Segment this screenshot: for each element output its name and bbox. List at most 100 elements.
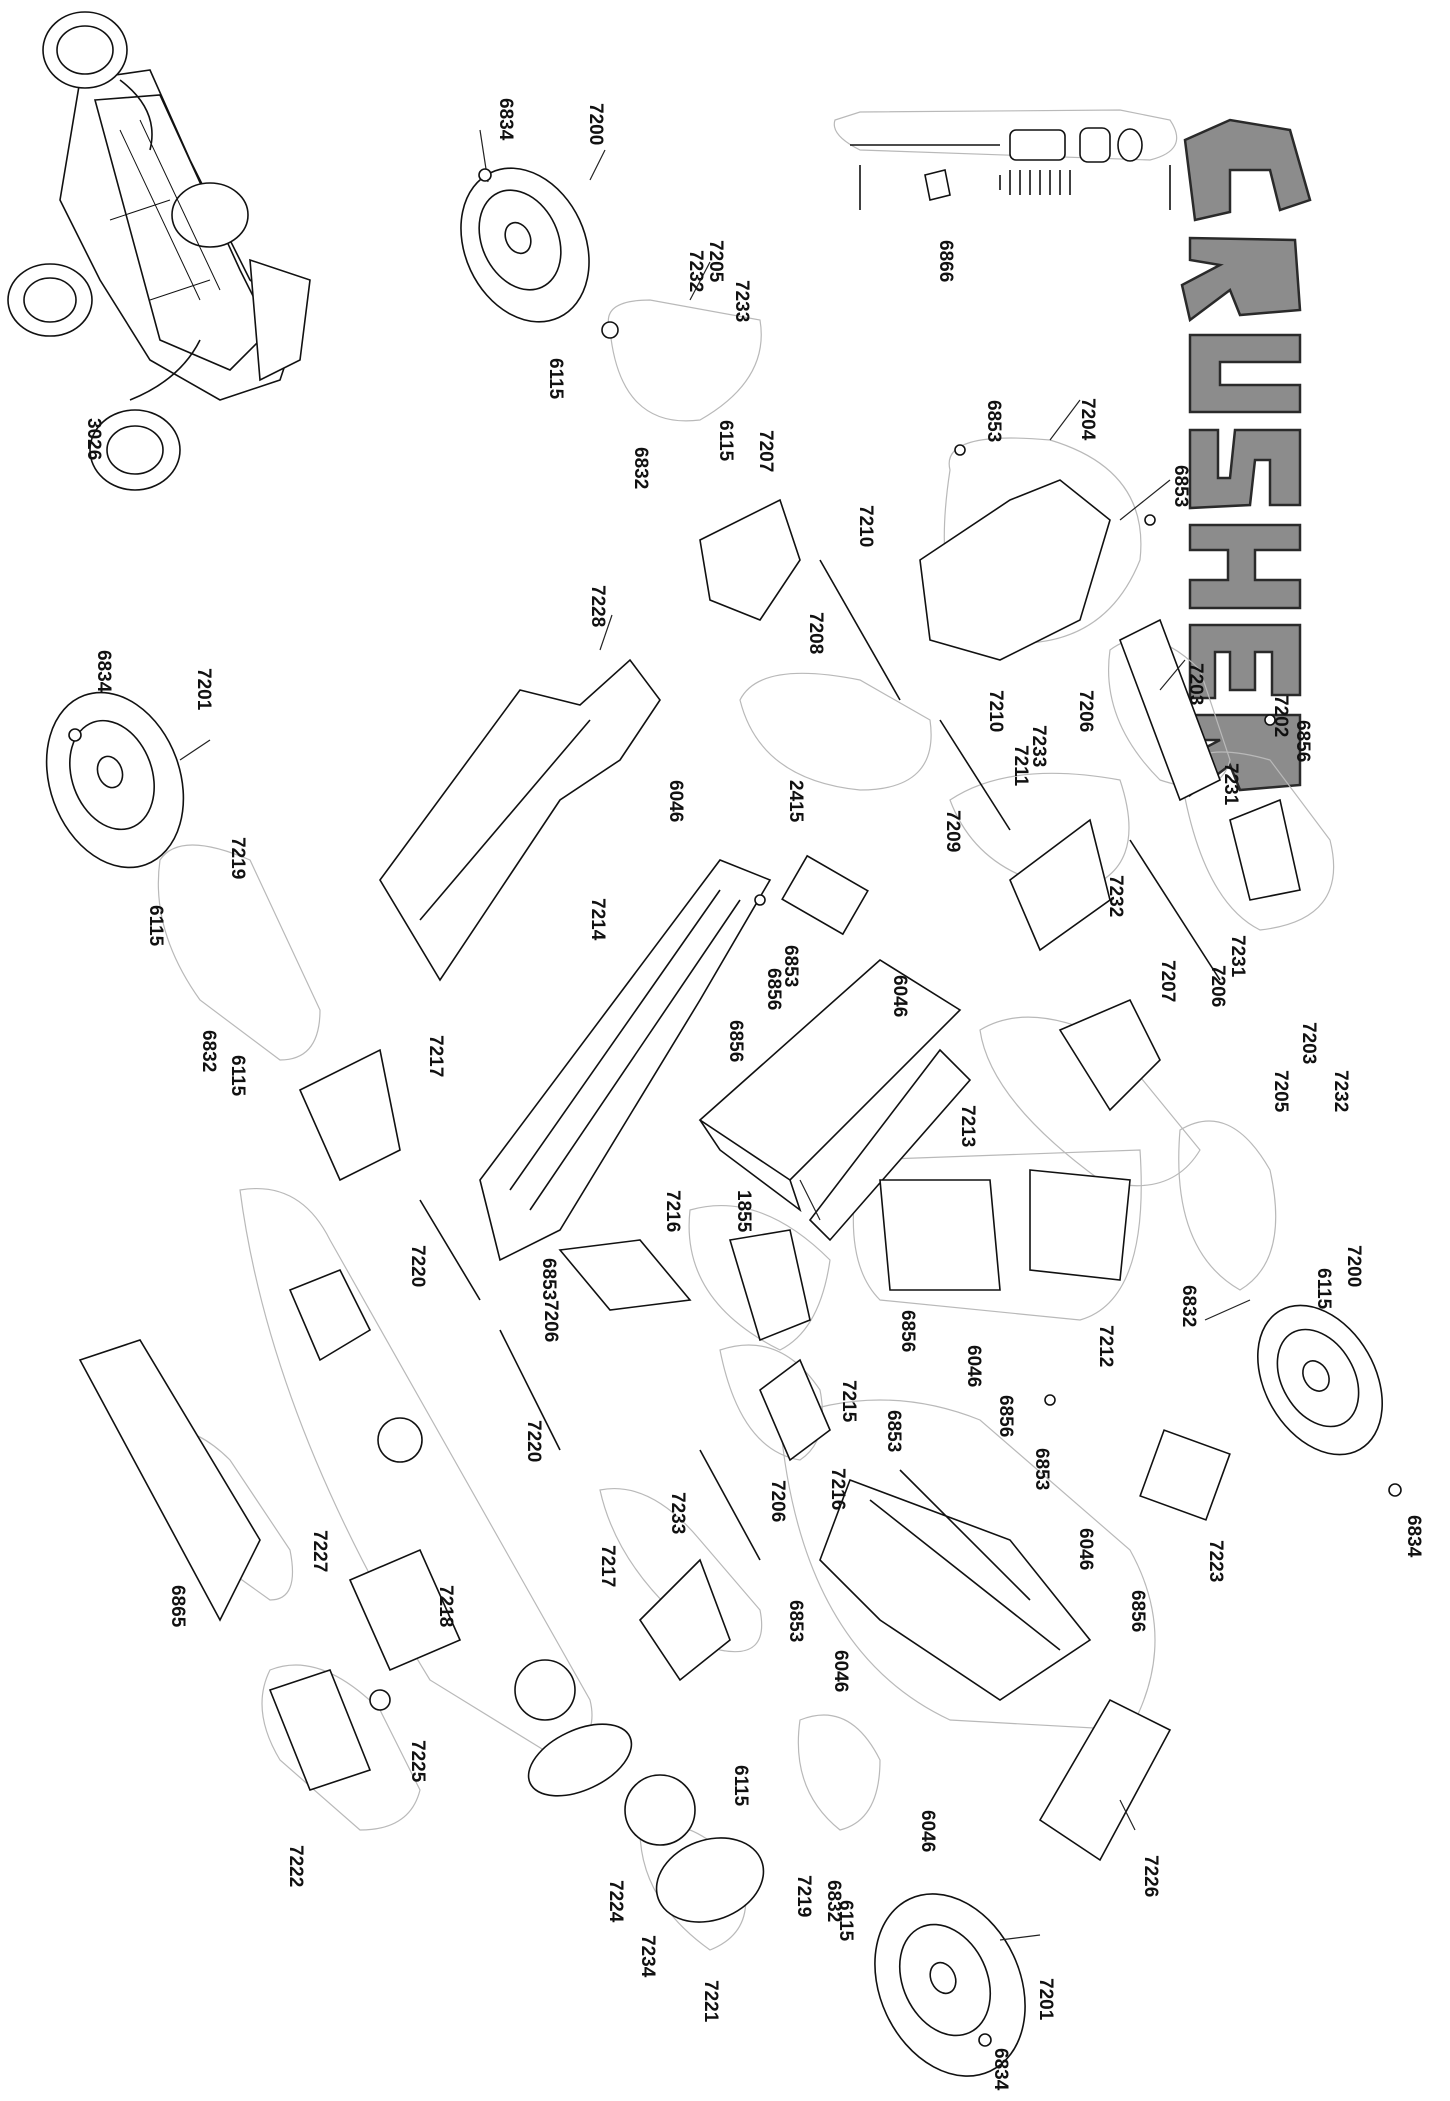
label-7202: 7202 (1270, 695, 1291, 737)
label-6853: 6853 (1031, 1448, 1052, 1490)
label-6834: 6834 (93, 650, 114, 693)
label-6856: 6856 (763, 968, 784, 1010)
label-6856: 6856 (1292, 720, 1313, 762)
label-3026: 3026 (83, 418, 104, 460)
label-7205: 7205 (705, 240, 726, 283)
label-7231: 7231 (1220, 763, 1241, 806)
label-7219: 7219 (793, 1875, 814, 1917)
label-6866: 6866 (935, 240, 956, 282)
label-6834: 6834 (495, 98, 516, 141)
label-7221: 7221 (700, 1980, 721, 2023)
label-7232: 7232 (685, 250, 706, 292)
label-6856: 6856 (1127, 1590, 1148, 1632)
label-7232: 7232 (1330, 1070, 1351, 1112)
label-7201: 7201 (193, 668, 214, 711)
label-6853: 6853 (1170, 465, 1191, 507)
label-1855: 1855 (733, 1190, 754, 1233)
label-6115: 6115 (730, 1765, 751, 1807)
label-6046: 6046 (1075, 1528, 1096, 1570)
label-7210: 7210 (985, 690, 1006, 732)
label-7217: 7217 (597, 1545, 618, 1587)
label-7232: 7232 (1105, 875, 1126, 917)
label-7228: 7228 (587, 585, 608, 627)
label-6832: 6832 (198, 1030, 219, 1072)
label-6115: 6115 (1313, 1268, 1334, 1310)
label-6046: 6046 (665, 780, 686, 822)
label-6834: 6834 (990, 2048, 1011, 2091)
label-6853: 6853 (785, 1600, 806, 1642)
label-6832: 6832 (1178, 1285, 1199, 1327)
label-6834: 6834 (1403, 1515, 1424, 1558)
label-6832: 6832 (823, 1880, 844, 1922)
label-7200: 7200 (1343, 1245, 1364, 1287)
label-7219: 7219 (227, 837, 248, 879)
label-7207: 7207 (1157, 960, 1178, 1002)
label-7205: 7205 (1270, 1070, 1291, 1113)
label-7204: 7204 (1077, 398, 1098, 441)
label-7201: 7201 (1035, 1978, 1056, 2021)
wheel-front-top (460, 167, 590, 323)
label-6115: 6115 (545, 358, 566, 400)
label-7200: 7200 (585, 103, 606, 145)
label-7203: 7203 (1185, 663, 1206, 705)
label-7220: 7220 (523, 1420, 544, 1462)
label-7210: 7210 (855, 505, 876, 547)
label-7214: 7214 (587, 898, 608, 941)
label-7206: 7206 (1207, 965, 1228, 1007)
shock-parts-row (850, 127, 1171, 210)
label-7206: 7206 (767, 1480, 788, 1522)
part-labels: 3026 6834 7200 7205 7232 7233 6115 6832 … (83, 98, 1424, 2091)
label-7223: 7223 (1205, 1540, 1226, 1582)
wheel-rear-bottom (874, 1893, 1026, 2077)
label-7207: 7207 (755, 430, 776, 472)
label-6046: 6046 (963, 1345, 984, 1387)
wheel-rear-left (45, 691, 185, 869)
label-2415: 2415 (785, 780, 806, 823)
label-7211: 7211 (1010, 745, 1031, 787)
label-7227: 7227 (309, 1530, 330, 1572)
label-6046: 6046 (830, 1650, 851, 1692)
label-7225: 7225 (407, 1740, 428, 1783)
label-7218: 7218 (435, 1585, 456, 1627)
assembled-truck-drawing (7, 11, 311, 491)
label-6115: 6115 (715, 420, 736, 462)
label-7224: 7224 (605, 1880, 626, 1923)
label-7220: 7220 (407, 1245, 428, 1287)
label-6853: 6853 (538, 1258, 559, 1300)
chassis-parts (78, 479, 1301, 1923)
group-outlines (149, 109, 1335, 1951)
label-6046: 6046 (889, 975, 910, 1017)
label-7234: 7234 (637, 1935, 658, 1978)
label-7216: 7216 (827, 1468, 848, 1510)
label-6853: 6853 (983, 400, 1004, 442)
label-7212: 7212 (1095, 1325, 1116, 1367)
label-6832: 6832 (630, 447, 651, 489)
label-7233: 7233 (667, 1492, 688, 1534)
label-7231: 7231 (1227, 935, 1248, 978)
label-6853: 6853 (780, 945, 801, 987)
label-6115: 6115 (835, 1900, 856, 1942)
label-7203: 7203 (1298, 1022, 1319, 1064)
hardware-screws (68, 168, 1402, 2047)
label-6046: 6046 (917, 1810, 938, 1852)
label-7233: 7233 (731, 280, 752, 322)
label-7213: 7213 (957, 1105, 978, 1147)
label-6856: 6856 (725, 1020, 746, 1062)
label-7217: 7217 (425, 1035, 446, 1077)
label-6853: 6853 (883, 1410, 904, 1452)
label-7222: 7222 (285, 1845, 306, 1887)
label-7216: 7216 (662, 1190, 683, 1232)
label-7208: 7208 (805, 612, 826, 654)
label-7206: 7206 (540, 1300, 561, 1342)
wheel-front-right (1257, 1304, 1383, 1456)
label-7206: 7206 (1075, 690, 1096, 732)
label-6865: 6865 (167, 1585, 188, 1628)
label-7226: 7226 (1140, 1855, 1161, 1897)
label-6856: 6856 (995, 1395, 1016, 1437)
label-7209: 7209 (942, 810, 963, 852)
label-6856: 6856 (897, 1310, 918, 1352)
label-6115: 6115 (145, 905, 166, 947)
label-6115: 6115 (227, 1055, 248, 1097)
label-7233: 7233 (1028, 725, 1049, 767)
